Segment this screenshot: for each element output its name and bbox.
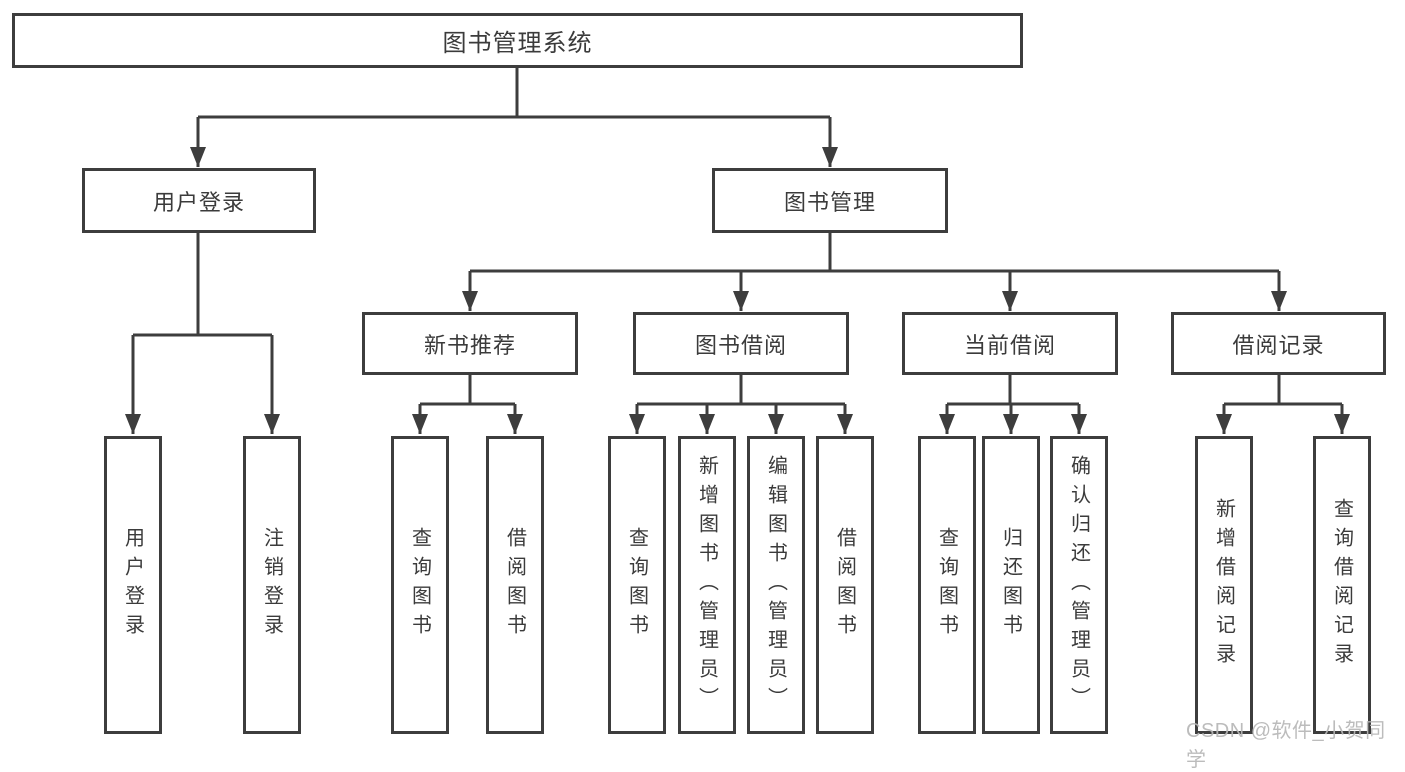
node-new-book-recommendation: 新书推荐 [362,312,578,375]
leaf-query-books-borrowing: 查询图书 [608,436,666,734]
node-book-borrowing: 图书借阅 [633,312,849,375]
csdn-watermark: CSDN @软件_小贺同学 [1186,720,1386,771]
leaf-return-books: 归还图书 [982,436,1040,734]
leaf-add-borrow-record: 新增借阅记录 [1195,436,1253,734]
leaf-edit-books-admin: 编辑图书（管理员） [747,436,805,734]
leaf-logout: 注销登录 [243,436,301,734]
node-borrowing-records: 借阅记录 [1171,312,1386,375]
node-book-management: 图书管理 [712,168,948,233]
leaf-query-books-recommend: 查询图书 [391,436,449,734]
diagram-canvas: 图书管理系统 用户登录 图书管理 新书推荐 图书借阅 当前借阅 借阅记录 用户登… [12,13,1386,771]
leaf-query-books-current: 查询图书 [918,436,976,734]
node-current-borrowing: 当前借阅 [902,312,1118,375]
leaf-query-borrow-record: 查询借阅记录 [1313,436,1371,734]
leaf-borrow-books-borrowing: 借阅图书 [816,436,874,734]
node-library-system: 图书管理系统 [12,13,1023,68]
leaf-confirm-return-admin: 确认归还（管理员） [1050,436,1108,734]
node-user-login: 用户登录 [82,168,316,233]
leaf-add-books-admin: 新增图书（管理员） [678,436,736,734]
leaf-user-login: 用户登录 [104,436,162,734]
connector-lines [125,68,1350,434]
leaf-borrow-books-recommend: 借阅图书 [486,436,544,734]
